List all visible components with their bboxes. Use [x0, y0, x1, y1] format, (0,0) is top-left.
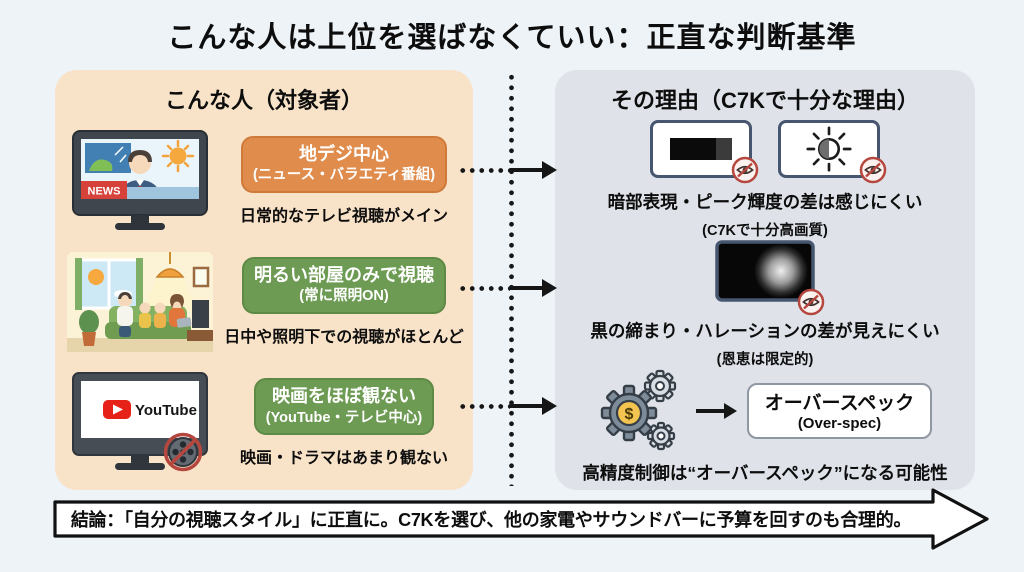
badge-line2: (YouTube・テレビ中心) [265, 409, 423, 426]
reason-overspec: $ オーバースペック (Over-spec) 高精度制御は“オーバースペック”に… [555, 369, 975, 485]
black-screen-halation-icon [715, 240, 815, 302]
arrow-right-icon [695, 403, 737, 419]
overspec-box: オーバースペック (Over-spec) [746, 383, 933, 439]
badge-line2: (ニュース・バラエティ番組) [252, 166, 436, 183]
audience-badge-no-movies: 映画をほぼ観ない (YouTube・テレビ中心) [253, 378, 435, 436]
row-caption: 日常的なテレビ視聴がメイン [239, 207, 448, 225]
overspec-subtitle: (Over-spec) [797, 415, 882, 432]
brightness-icon [778, 120, 887, 184]
badge-line1: 地デジ中心 [299, 143, 389, 164]
sun-icon [161, 139, 195, 172]
hidden-eye-icon [731, 156, 759, 184]
left-panel-header: こんな人（対象者） [164, 88, 363, 113]
badge-line2: (常に照明ON) [299, 288, 389, 305]
badge-line1: 明るい部屋のみで視聴 [254, 264, 434, 285]
reason-text: 黒の締まり・ハレーションの差が見えにくい [590, 321, 940, 341]
page-title: こんな人は上位を選ばなくていい：正直な判断基準 [167, 22, 857, 54]
overspec-title: オーバースペック [764, 393, 915, 414]
connector-arrow-2 [458, 279, 557, 297]
connector-arrow-1 [458, 161, 557, 179]
badge-line1: 映画をほぼ観ない [272, 386, 416, 407]
bright-living-room-illustration [67, 251, 213, 352]
dollar-sign: $ [624, 406, 633, 423]
audience-badge-bright-room: 明るい部屋のみで視聴 (常に照明ON) [242, 256, 446, 315]
connector-arrow-3 [458, 397, 557, 415]
reason-text: 高精度制御は“オーバースペック”になる可能性 [582, 463, 948, 483]
conclusion-banner: 結論：「自分の視聴スタイル」に正直に。C7Kを選び、他の家電やサウンドバーに予算… [47, 487, 993, 551]
ceiling-lamp-icon [155, 268, 185, 278]
youtube-tv-illustration: YouTube [72, 372, 208, 472]
youtube-label: YouTube [135, 402, 197, 419]
news-banner-label: NEWS [88, 185, 121, 197]
sun-icon [88, 268, 104, 285]
reason-text: 暗部表現・ピーク輝度の差は感じにくい [607, 192, 923, 212]
row-terrestrial-tv: NEWS 地デジ中心 (ニュース・バラエティ番組) 日常的なテレビ視聴がメイン [55, 120, 473, 241]
news-tv-illustration: NEWS [72, 129, 208, 230]
reasons-panel: その理由（C7Kで十分な理由） [555, 70, 975, 490]
banner-arrow-shape [53, 488, 989, 550]
right-panel-header: その理由（C7Kで十分な理由） [610, 88, 919, 113]
target-audience-panel: こんな人（対象者） [55, 70, 473, 490]
row-caption: 日中や照明下での視聴がほとんど [224, 329, 464, 347]
row-caption: 映画・ドラマはあまり観ない [239, 450, 448, 468]
audience-badge-terrestrial: 地デジ中心 (ニュース・バラエティ番組) [240, 135, 448, 193]
row-no-movies: YouTube 映画をほぼ観ない (YouTube・テレビ中心) [55, 363, 473, 484]
no-movies-icon [163, 433, 203, 472]
dark-gradient-bar-icon [650, 120, 759, 184]
hidden-eye-icon [797, 288, 825, 316]
gears-money-icon: $ [600, 369, 676, 451]
vertical-dotted-divider [509, 72, 514, 486]
row-bright-room: 明るい部屋のみで視聴 (常に照明ON) 日中や照明下での視聴がほとんど [55, 241, 473, 362]
reason-subtext: (恩恵は限定的) [716, 352, 814, 368]
hidden-eye-icon [859, 156, 887, 184]
conclusion-text: 結論：「自分の視聴スタイル」に正直に。C7Kを選び、他の家電やサウンドバーに予算… [70, 510, 912, 530]
reason-black-level: 黒の締まり・ハレーションの差が見えにくい (恩恵は限定的) [555, 240, 975, 369]
reason-picture-quality: 暗部表現・ピーク輝度の差は感じにくい (C7Kで十分高画質) [555, 120, 975, 240]
reason-subtext: (C7Kで十分高画質) [702, 223, 828, 239]
